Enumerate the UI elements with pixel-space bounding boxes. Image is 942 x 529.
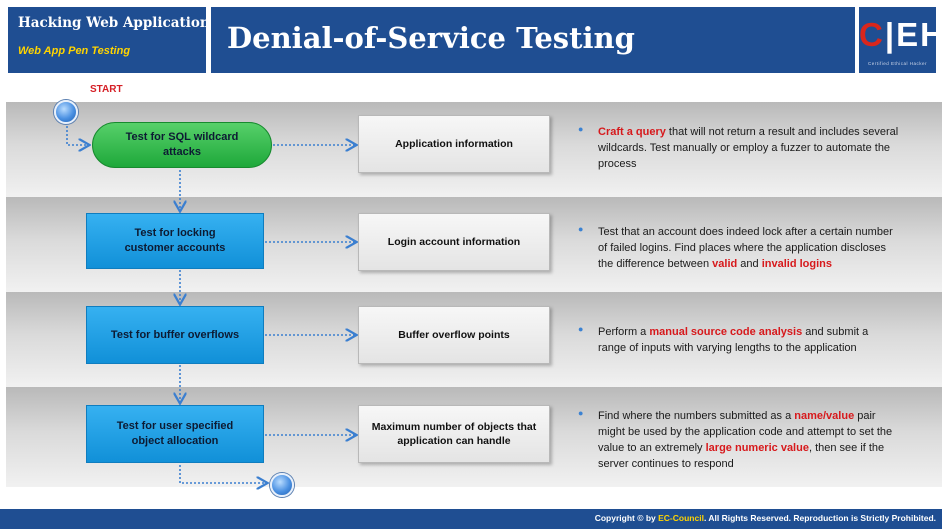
desc-segment: that will not return a result and includ…: [598, 126, 899, 170]
desc-segment: Find where the numbers submitted as a: [598, 410, 795, 422]
bullet-icon: ●: [578, 324, 584, 334]
copyright-text: Copyright © by EC-Council. All Rights Re…: [595, 513, 936, 523]
logo-wordmark: C|EH: [859, 16, 942, 53]
info-login-account: Login account information: [358, 213, 550, 271]
desc-segment: name/value: [794, 410, 855, 422]
step-sql-wildcard: Test for SQL wildcard attacks: [92, 122, 272, 168]
info-label: Login account information: [387, 236, 521, 248]
slide-footer: Copyright © by EC-Council. All Rights Re…: [0, 509, 942, 529]
page-title: Denial-of-Service Testing: [227, 21, 635, 55]
start-circle-icon: [54, 100, 78, 124]
end-connector: [179, 465, 266, 483]
info-label: Buffer overflow points: [398, 329, 510, 341]
step-label: Test for buffer overflows: [110, 328, 240, 341]
desc-segment: invalid logins: [761, 258, 833, 270]
desc-segment: Perform a: [598, 326, 650, 338]
info-label: Maximum number of objects that applicati…: [371, 421, 537, 447]
step-label: Test for user specified object allocatio…: [116, 420, 234, 447]
desc-step-4: Find where the numbers submitted as a na…: [598, 408, 903, 472]
info-buffer-overflow-points: Buffer overflow points: [358, 306, 550, 364]
desc-segment: manual source code analysis: [649, 326, 803, 338]
step-buffer-overflow: Test for buffer overflows: [86, 306, 264, 364]
info-application: Application information: [358, 115, 550, 173]
desc-segment: and submit a range of inputs with varyin…: [598, 326, 869, 354]
end-circle-icon: [270, 473, 294, 497]
bullet-icon: ●: [578, 408, 584, 418]
desc-segment: large numeric value: [705, 442, 809, 454]
info-max-objects: Maximum number of objects that applicati…: [358, 405, 550, 463]
desc-segment: and: [737, 258, 762, 270]
start-connector: [66, 122, 88, 145]
step-label: Test for locking customer accounts: [124, 227, 226, 254]
desc-segment: Test that an account does indeed lock af…: [598, 226, 893, 270]
bullet-icon: ●: [578, 124, 584, 134]
logo-wordmark-c: C: [859, 16, 885, 53]
desc-segment: pair might be used by the application co…: [598, 410, 893, 454]
slide-header: Hacking Web Applications Web App Pen Tes…: [0, 0, 942, 78]
module-title: Web App Pen Testing: [18, 45, 131, 57]
desc-step-1: Craft a query that will not return a res…: [598, 124, 903, 172]
course-banner: Hacking Web Applications Web App Pen Tes…: [8, 7, 217, 73]
info-label: Application information: [395, 138, 513, 150]
logo-subtext: Certified Ethical Hacker: [867, 61, 928, 66]
course-title: Hacking Web Applications: [18, 15, 218, 31]
ceh-logo: C|EH Certified Ethical Hacker: [859, 7, 942, 73]
step-label: Test for SQL wildcard attacks: [125, 131, 239, 158]
step-account-locking: Test for locking customer accounts: [86, 213, 264, 269]
desc-segment: , then see if the server continues to re…: [598, 442, 885, 470]
desc-step-3: Perform a manual source code analysis an…: [598, 324, 898, 356]
desc-segment: Craft a query: [598, 126, 666, 138]
copyright-brand: EC-Council: [658, 513, 704, 523]
bullet-icon: ●: [578, 224, 584, 234]
copyright-prefix: Copyright © by: [594, 513, 659, 523]
desc-segment: valid: [712, 258, 738, 270]
title-banner: Denial-of-Service Testing: [211, 7, 855, 73]
step-object-allocation: Test for user specified object allocatio…: [86, 405, 264, 463]
start-label: START: [90, 84, 123, 95]
copyright-suffix: . All Rights Reserved. Reproduction is S…: [703, 513, 936, 523]
desc-step-2: Test that an account does indeed lock af…: [598, 224, 903, 272]
